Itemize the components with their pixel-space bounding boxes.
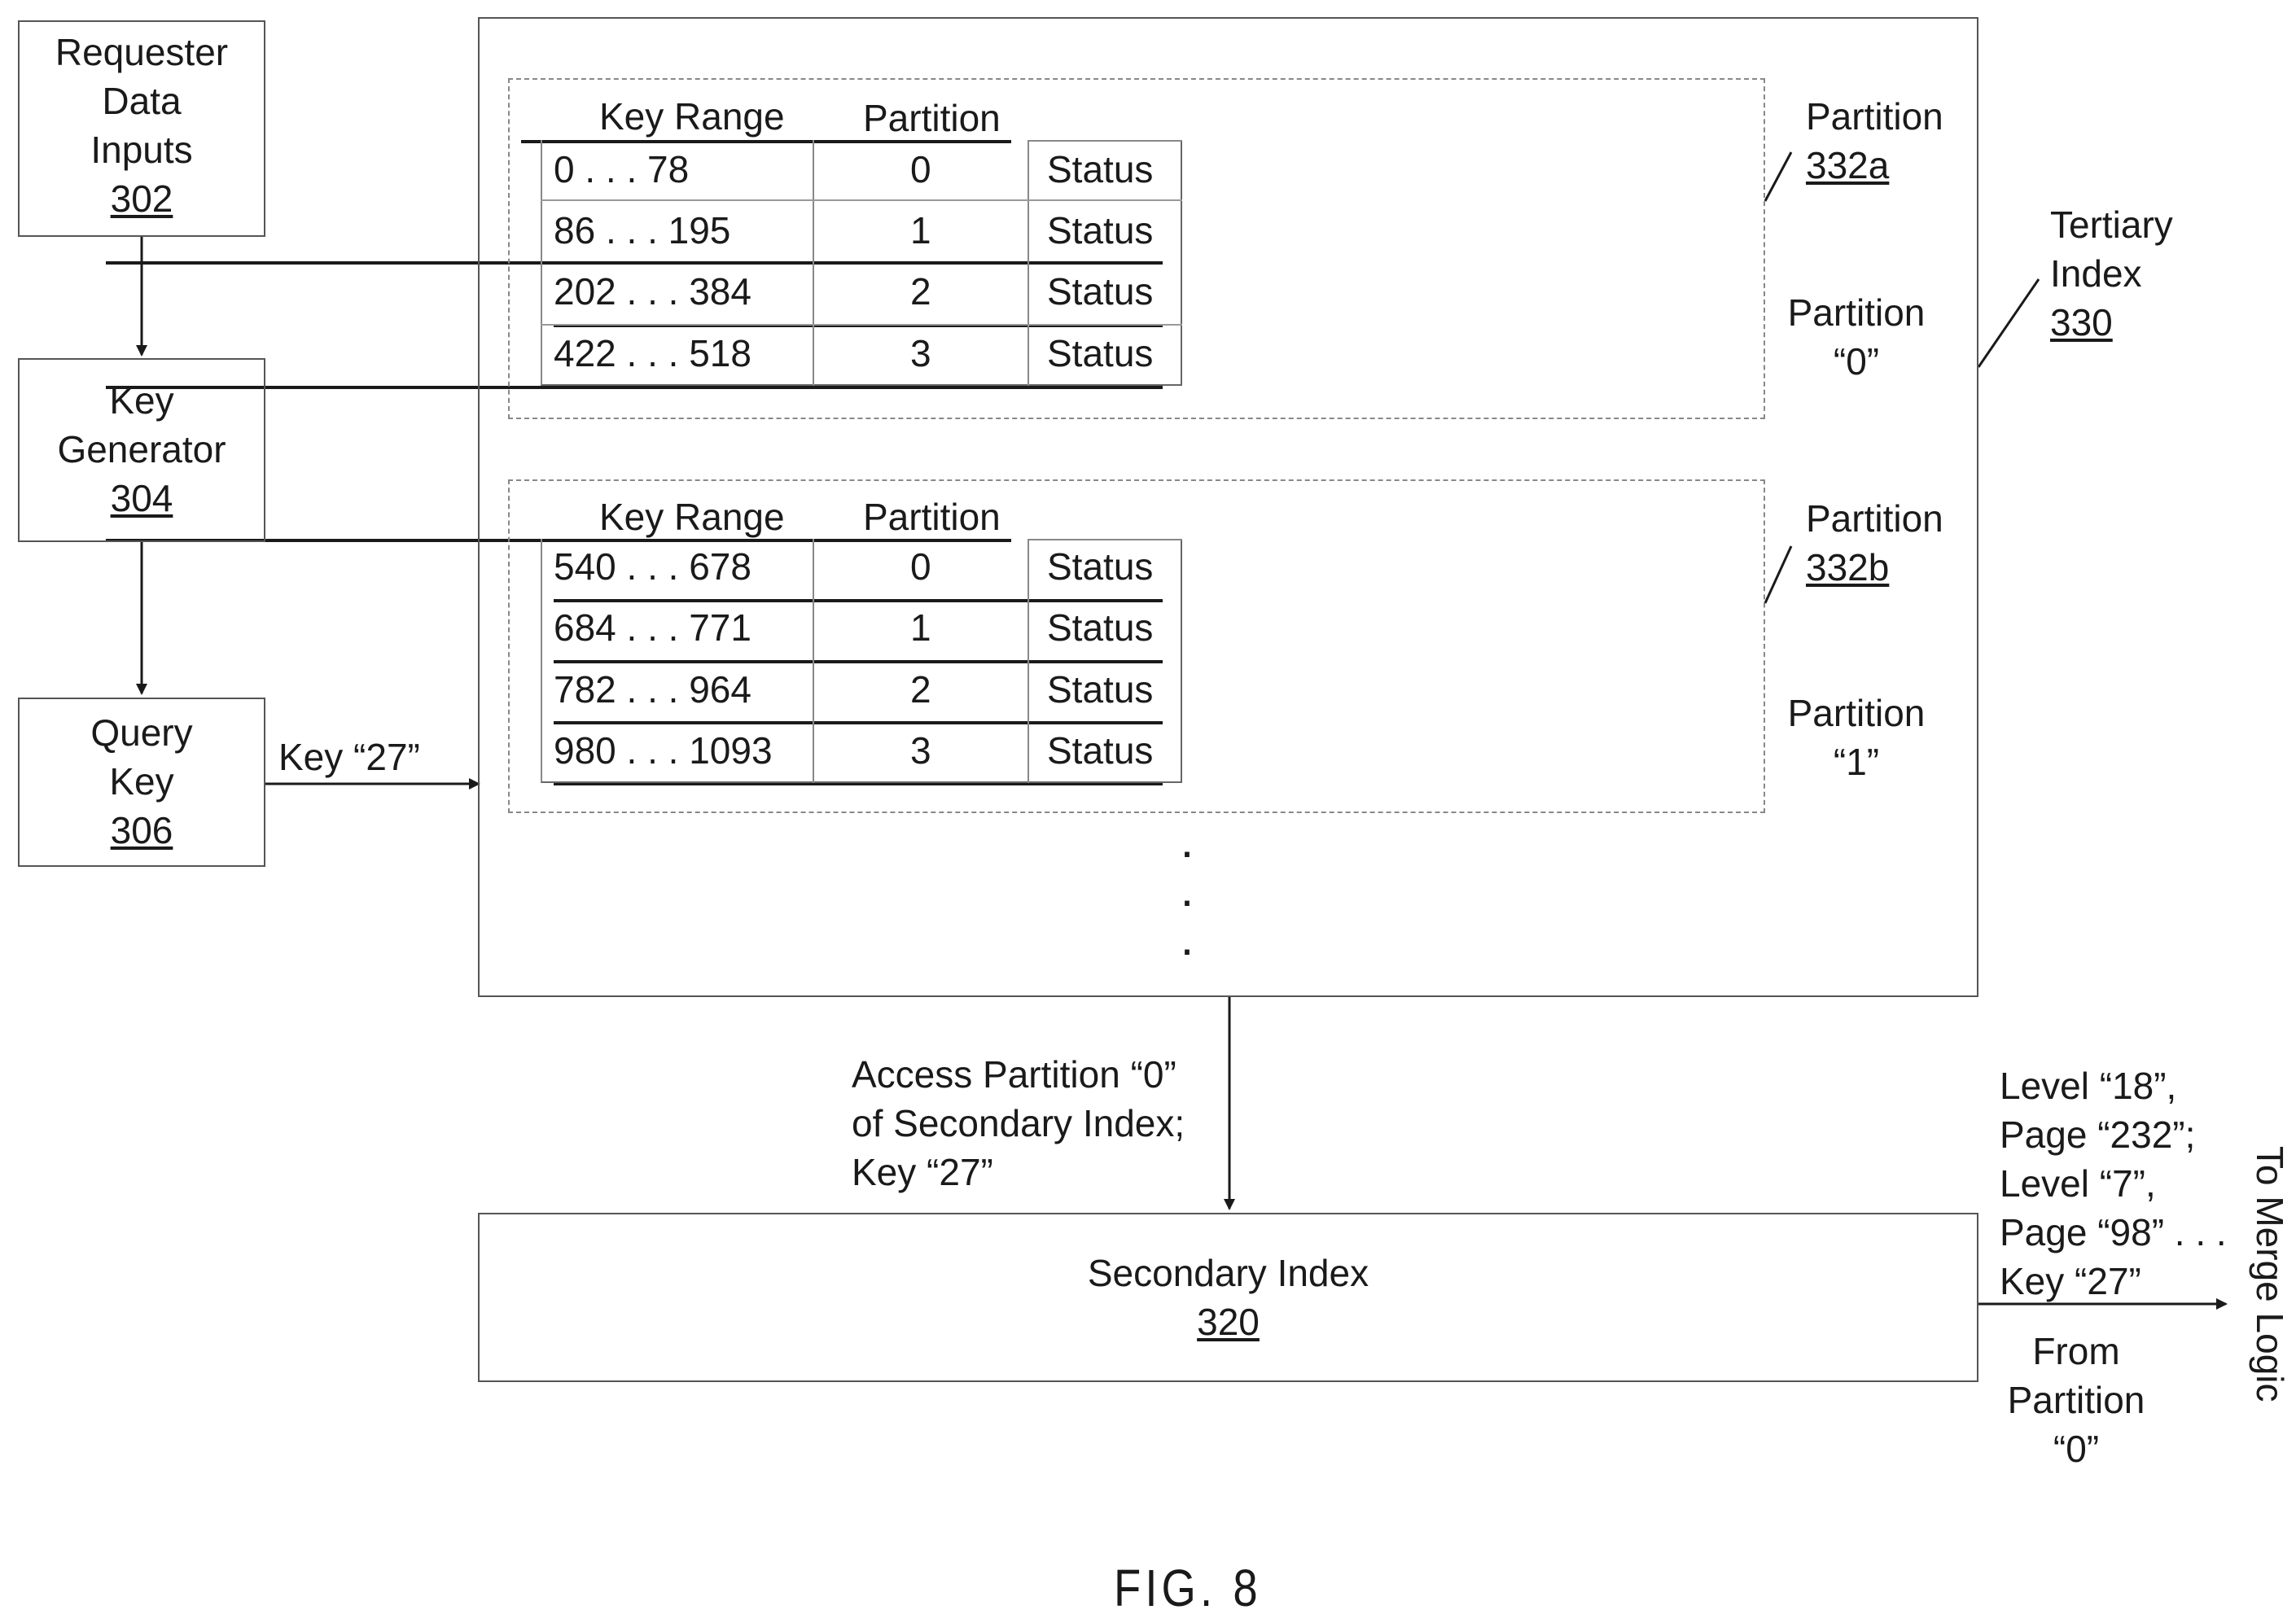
table2-row3-partition: 2: [910, 667, 931, 712]
access-partition-label: Access Partition “0” of Secondary Index;…: [852, 1050, 1185, 1196]
table2-row4-range: 980 . . . 1093: [554, 728, 773, 773]
table1-row4-range: 422 . . . 518: [554, 330, 751, 376]
partition-332b-label: Partition 332b: [1806, 494, 1943, 592]
tertiary-index-line1: Tertiary: [2050, 200, 2173, 249]
from-line2: Partition: [1978, 1376, 2174, 1424]
requester-line1: Requester: [18, 28, 265, 77]
table1-row4-status: Status: [1047, 330, 1153, 376]
table1-header-key-range: Key Range: [599, 94, 785, 139]
table2-status-top: [1028, 539, 1182, 540]
table2-row2-partition: 1: [910, 605, 931, 650]
from-line1: From: [1978, 1327, 2174, 1376]
table1-row4-partition: 3: [910, 330, 931, 376]
output-line1: Level “18”,: [2000, 1061, 2227, 1110]
ellipsis-dot-2: .: [1171, 865, 1203, 914]
leader-330: [1978, 279, 2039, 367]
table1-row1-partition: 0: [910, 147, 931, 192]
key-generator-label: Key Generator 304: [18, 376, 265, 523]
partition-0-name: Partition “0”: [1759, 288, 1954, 386]
query-key-arrow-label: Key “27”: [278, 733, 420, 781]
table1-col-divider-1: [813, 140, 814, 386]
table1-row-rule-2: [541, 199, 1182, 201]
partition-332a-line1: Partition: [1806, 92, 1943, 141]
partition-332a-label: Partition 332a: [1806, 92, 1943, 190]
table2-col-divider-1: [813, 539, 814, 783]
partition-1-name-line1: Partition: [1759, 689, 1954, 737]
to-merge-logic-label: To Merge Logic: [2247, 1146, 2293, 1402]
query-key-label: Query Key 306: [18, 708, 265, 855]
table2-col-divider-2: [1028, 539, 1029, 783]
output-line3: Level “7”,: [2000, 1159, 2227, 1208]
table1-row3-status: Status: [1047, 269, 1153, 314]
tertiary-index-label: Tertiary Index 330: [2050, 200, 2173, 347]
query-key-line2: Key: [18, 757, 265, 806]
requester-line3: Inputs: [18, 125, 265, 174]
partition-0-name-line2: “0”: [1759, 337, 1954, 386]
table1-header-partition: Partition: [863, 95, 1001, 141]
table1-col-divider-2: [1028, 140, 1029, 386]
table1-row3-partition: 2: [910, 269, 931, 314]
output-line5: Key “27”: [2000, 1257, 2227, 1306]
query-key-ref: 306: [18, 806, 265, 855]
output-line4: Page “98” . . .: [2000, 1208, 2227, 1257]
secondary-index-label: Secondary Index 320: [478, 1249, 1978, 1346]
tertiary-index-line2: Index: [2050, 249, 2173, 298]
from-partition-label: From Partition “0”: [1978, 1327, 2174, 1473]
key-generator-line2: Generator: [18, 425, 265, 474]
secondary-index-ref: 320: [478, 1297, 1978, 1346]
output-label: Level “18”, Page “232”; Level “7”, Page …: [2000, 1061, 2227, 1306]
key-generator-ref: 304: [18, 474, 265, 523]
table2-row4-status: Status: [1047, 728, 1153, 773]
access-line3: Key “27”: [852, 1148, 1185, 1196]
partition-332b-ref: 332b: [1806, 543, 1943, 592]
partition-1-name: Partition “1”: [1759, 689, 1954, 786]
requester-ref: 302: [18, 174, 265, 223]
figure-caption: FIG. 8: [1114, 1558, 1262, 1618]
table2-header-partition: Partition: [863, 494, 1001, 540]
access-line1: Access Partition “0”: [852, 1050, 1185, 1099]
table2-row2-status: Status: [1047, 605, 1153, 650]
table2-row2-range: 684 . . . 771: [554, 605, 751, 650]
partition-332a-ref: 332a: [1806, 141, 1943, 190]
table1-row2-status: Status: [1047, 208, 1153, 253]
partition-0-name-line1: Partition: [1759, 288, 1954, 337]
table1-row1-status: Status: [1047, 147, 1153, 192]
tertiary-index-ref: 330: [2050, 298, 2173, 347]
table2-row1-range: 540 . . . 678: [554, 544, 751, 589]
table1-row-rule-4: [541, 324, 1182, 326]
partition-332b-line1: Partition: [1806, 494, 1943, 543]
ellipsis-dot-3: .: [1171, 914, 1203, 963]
table1-row3-range: 202 . . . 384: [554, 269, 751, 314]
ellipsis-dot-1: .: [1171, 816, 1203, 865]
table1-row1-range: 0 . . . 78: [554, 147, 689, 192]
secondary-index-title: Secondary Index: [478, 1249, 1978, 1297]
query-key-line1: Query: [18, 708, 265, 757]
requester-label: Requester Data Inputs 302: [18, 28, 265, 223]
access-line2: of Secondary Index;: [852, 1099, 1185, 1148]
requester-line2: Data: [18, 77, 265, 125]
table2-row3-status: Status: [1047, 667, 1153, 712]
from-line3: “0”: [1978, 1424, 2174, 1473]
key-generator-line1: Key: [18, 376, 265, 425]
table2-row3-range: 782 . . . 964: [554, 667, 751, 712]
table2-row1-status: Status: [1047, 544, 1153, 589]
table2-row1-partition: 0: [910, 544, 931, 589]
table2-row4-partition: 3: [910, 728, 931, 773]
table1-row2-range: 86 . . . 195: [554, 208, 730, 253]
output-line2: Page “232”;: [2000, 1110, 2227, 1159]
table1-status-top: [1028, 140, 1182, 142]
table2-header-key-range: Key Range: [599, 494, 785, 540]
table1-row2-partition: 1: [910, 208, 931, 253]
partition-1-name-line2: “1”: [1759, 737, 1954, 786]
